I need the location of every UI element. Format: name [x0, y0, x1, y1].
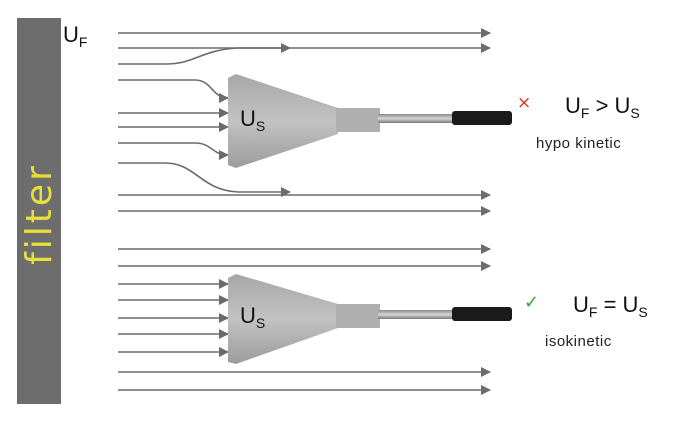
upstream-velocity-label: UF [63, 22, 87, 50]
filter-label: filter [19, 163, 60, 265]
velocity-relation: UF = US [573, 292, 648, 320]
isokinetic-caption: isokinetic [545, 333, 612, 350]
isokinetic-group: US ✓ UF = US isokinetic [118, 244, 648, 395]
hypo-kinetic-caption: hypo kinetic [536, 135, 621, 152]
flow-line [118, 79, 229, 103]
sampling-probe [228, 274, 512, 364]
probe-velocity-label: US [240, 303, 265, 331]
probe-velocity-label: US [240, 106, 265, 134]
flow-line [118, 43, 291, 65]
flow-line [118, 142, 229, 160]
check-icon: ✓ [524, 292, 539, 313]
sampling-probe [228, 74, 512, 168]
filter-bar [17, 18, 61, 404]
hypo-kinetic-group: US × UF > US hypo kinetic [118, 28, 640, 216]
flow-line [118, 162, 291, 197]
probe-nozzle [228, 274, 338, 364]
probe-nozzle [228, 74, 338, 168]
probe-neck [336, 304, 380, 328]
probe-cable [452, 307, 512, 321]
probe-tube [378, 310, 454, 319]
probe-tube [378, 114, 454, 123]
probe-cable [452, 111, 512, 125]
probe-neck [336, 108, 380, 132]
cross-icon: × [517, 93, 531, 113]
velocity-relation: UF > US [565, 93, 640, 121]
